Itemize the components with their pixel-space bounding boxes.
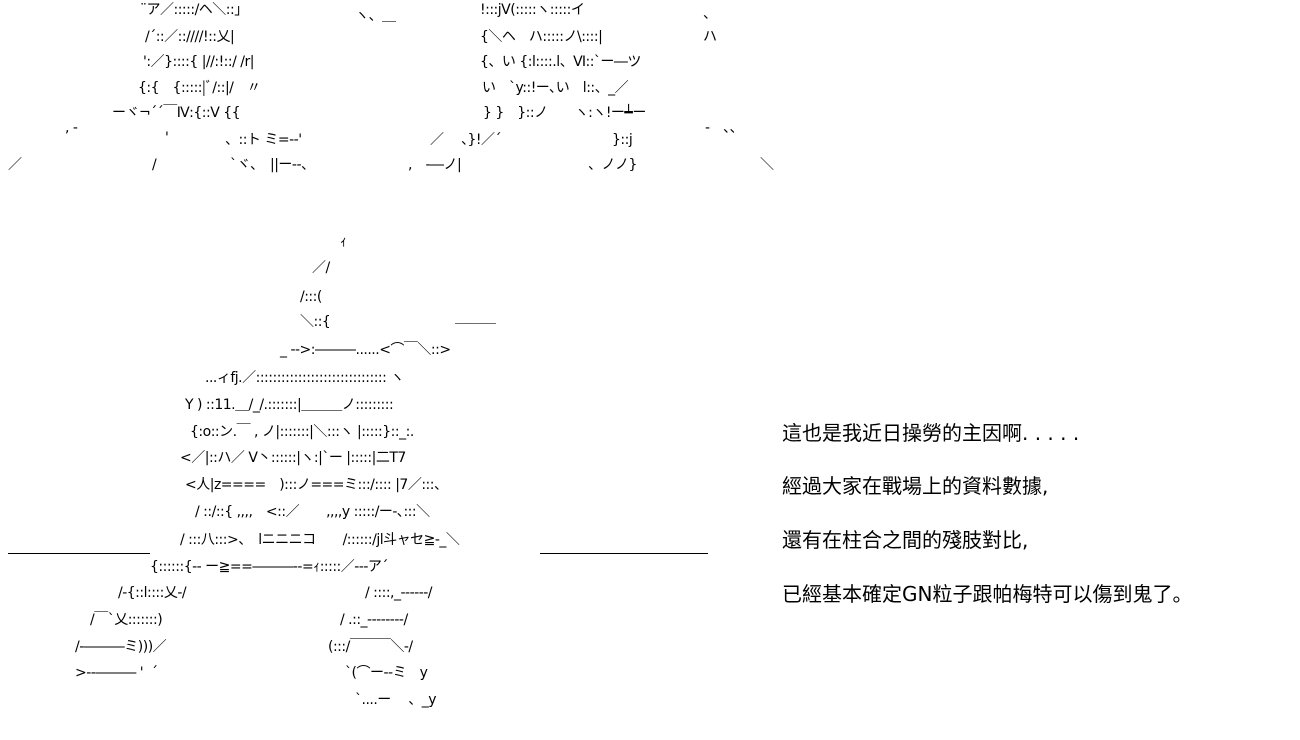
aa-line: `(⌒ー--ミ y <box>345 665 428 681</box>
aa-line: / .::_--------/ <box>340 612 408 628</box>
aa-line: <人|z==== ):::ノ===ミ:::/:::: |7／:::、 <box>185 477 448 493</box>
aa-line: {:o::ン.￣ , ノ|:::::::|＼:::ヽ |:::::}::_:. <box>190 424 414 440</box>
horizon-line-right <box>540 553 708 554</box>
narration-line: 已經基本確定GN粒子跟帕梅特可以傷到鬼了。 <box>782 582 1193 606</box>
aa-line: - 、、 <box>705 120 744 136</box>
aa-line: {＼ヘ ハ:::::ノ\::::| <box>480 29 603 45</box>
narration-line: 這也是我近日操勞的主因啊. . . . . <box>782 421 1080 445</box>
aa-line: (:::/￣￣￣＼-/ <box>328 639 413 655</box>
aa-line: <／|::ハ／ V丶::::::|ヽ:|`ー |:::::|二T7 <box>180 450 406 466</box>
aa-line: /´::／::////!::乂| <box>145 29 235 45</box>
aa-line: ＼ <box>760 157 774 173</box>
aa-line: /￣`乂:::::::) <box>90 612 163 628</box>
aa-line: !:::jV(:::::ヽ:::::イ <box>480 2 585 18</box>
aa-line: ＼::{ <box>300 314 331 330</box>
aa-line: ｨ <box>340 234 347 250</box>
aa-line: {、い {:l::::.l、Ⅵ::`ー―ツ <box>480 54 641 70</box>
aa-line: , -―ノ| <box>408 157 462 173</box>
aa-line: ¨ア／:::::/ヘ＼::」 <box>140 2 248 18</box>
aa-line: Y ) ::11.＿/_/.:::::::|＿＿＿ノ::::::::: <box>185 397 394 413</box>
aa-line: `ヾ、 ||ー--、 <box>230 157 315 173</box>
aa-line: /-{::l::::乂-/ <box>118 585 187 601</box>
aa-line: / :::八:::>、 lニニニコ /::::::/jl斗ャセ≧-_＼ <box>180 532 460 548</box>
aa-line: {::::::{-- ー≧==―――--=ｨ:::::／---ア´ <box>150 559 388 575</box>
aa-line: ／ <box>8 157 22 173</box>
aa-line: ヽ、＿ <box>355 8 396 24</box>
aa-line: `....ー 、_y <box>355 692 437 708</box>
aa-line: / ::::,_------/ <box>365 585 433 601</box>
narration-line: 還有在柱合之間的殘肢對比, <box>782 528 1029 552</box>
narration-line: 經過大家在戰場上的資料數據, <box>782 474 1049 498</box>
aa-line: 、 <box>703 6 717 22</box>
aa-line: _ -‐>:―――......<⌒￣＼::> <box>280 342 451 358</box>
aa-line: {:{ {:::::|ﾞ/::|/ 〃 <box>138 80 261 96</box>
aa-line: }::j <box>612 132 633 148</box>
aa-line: ':／}::::{ |//:!::/ /r| <box>143 54 254 70</box>
aa-line: / <box>152 157 157 173</box>
aa-line: 、::ト ミ=-‐' <box>225 132 302 148</box>
aa-line: ／ 、}!／´ <box>430 132 501 148</box>
aa-line: ／/ <box>312 260 330 276</box>
horizon-line-left <box>8 553 150 554</box>
aa-line: 、ノノ} <box>588 157 637 173</box>
aa-line: /-―――ミ)))／ <box>75 639 167 655</box>
aa-line: /:::( <box>300 289 322 305</box>
aa-line: い `y::!ー､い l::、_／ <box>482 80 629 96</box>
aa-line: } } }::ノ ヽ:ヽ!ー┷ー <box>483 105 646 121</box>
aa-line: ' <box>165 130 169 146</box>
aa-line: ...ィfj.／::::::::::::::::::::::::::::::: … <box>205 370 404 386</box>
aa-line: >--――― ' ´ <box>75 665 158 681</box>
aa-line: , - <box>65 120 78 136</box>
aa-line: ーヾ¬´´￣Ⅳ:{::V {{ <box>112 105 241 121</box>
aa-line: ハ <box>703 29 717 45</box>
aa-line: / ::/::{ ,,,, <::／ ,,,,y :::::/ー-､:::＼ <box>195 504 430 520</box>
aa-line: ￣￣￣ <box>455 324 496 340</box>
